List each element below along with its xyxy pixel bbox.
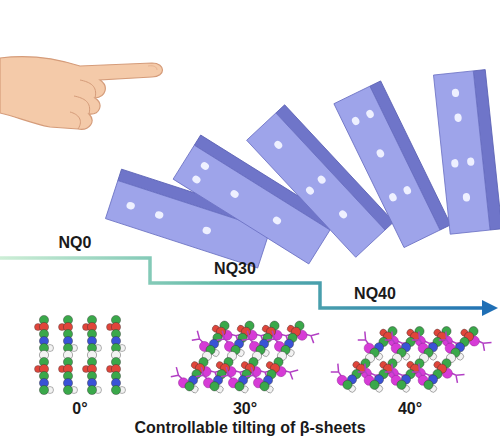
domino	[433, 70, 500, 235]
domino-dot	[199, 161, 210, 172]
backbone-atom	[395, 378, 408, 391]
domino-dot	[272, 215, 283, 226]
beta-strand	[194, 311, 270, 401]
hand-shape	[0, 56, 163, 129]
domino-dot	[451, 159, 459, 168]
backbone-atom	[368, 378, 381, 391]
backbone-atom	[258, 380, 271, 393]
domino-dot	[462, 193, 470, 202]
domino-dot	[191, 174, 202, 185]
figure-caption: Controllable tilting of β-sheets	[134, 419, 365, 437]
beta-strand	[219, 311, 295, 401]
domino-dot	[316, 174, 327, 185]
backbone-atom	[341, 378, 354, 391]
angle-label: 30°	[233, 399, 257, 418]
domino-dot	[338, 209, 349, 220]
dominoes	[105, 70, 500, 268]
pointing-hand	[0, 56, 163, 129]
backbone-atom	[233, 380, 246, 393]
angle-label: 40°	[398, 399, 422, 418]
beta-sheets	[35, 311, 493, 402]
domino-dot	[467, 157, 475, 166]
domino-dot	[402, 185, 412, 196]
beta-strand	[107, 315, 126, 394]
domino	[334, 81, 451, 248]
domino-dot	[154, 210, 164, 219]
beta-strand	[83, 315, 102, 394]
domino-dot	[365, 109, 375, 120]
angle-label: 0°	[72, 399, 87, 418]
backbone-atom	[208, 380, 221, 393]
backbone-atom	[87, 385, 96, 394]
domino-dot	[202, 226, 212, 235]
domino-dot	[229, 189, 240, 200]
beta-strand	[328, 314, 411, 402]
arrow-head	[482, 300, 498, 316]
domino-dot	[351, 116, 361, 127]
sample-label: NQ30	[214, 259, 256, 278]
backbone-atom	[183, 380, 196, 393]
beta-strand	[244, 311, 320, 401]
backbone-atom	[39, 385, 48, 394]
backbone-atom	[111, 385, 120, 394]
domino-dot	[451, 88, 459, 97]
beta-strand	[169, 311, 245, 401]
domino-face	[433, 71, 490, 234]
sample-label: NQ0	[59, 233, 92, 252]
beta-strand	[409, 314, 492, 402]
finger-lines	[70, 80, 96, 129]
backbone-atom	[63, 385, 72, 394]
beta-strand	[35, 315, 54, 394]
domino-dot	[273, 139, 284, 150]
domino-face	[334, 86, 440, 247]
sample-label: NQ40	[354, 284, 396, 303]
domino-dot	[454, 113, 462, 122]
domino-dot	[375, 148, 385, 159]
domino-dot	[126, 201, 136, 210]
domino-dot	[304, 185, 315, 196]
beta-strand	[382, 314, 465, 402]
step-arrow	[0, 258, 486, 308]
beta-strand	[59, 315, 78, 394]
domino-dot	[388, 192, 398, 203]
beta-strand	[355, 314, 438, 402]
backbone-atom	[422, 378, 435, 391]
fingernail	[148, 66, 157, 70]
